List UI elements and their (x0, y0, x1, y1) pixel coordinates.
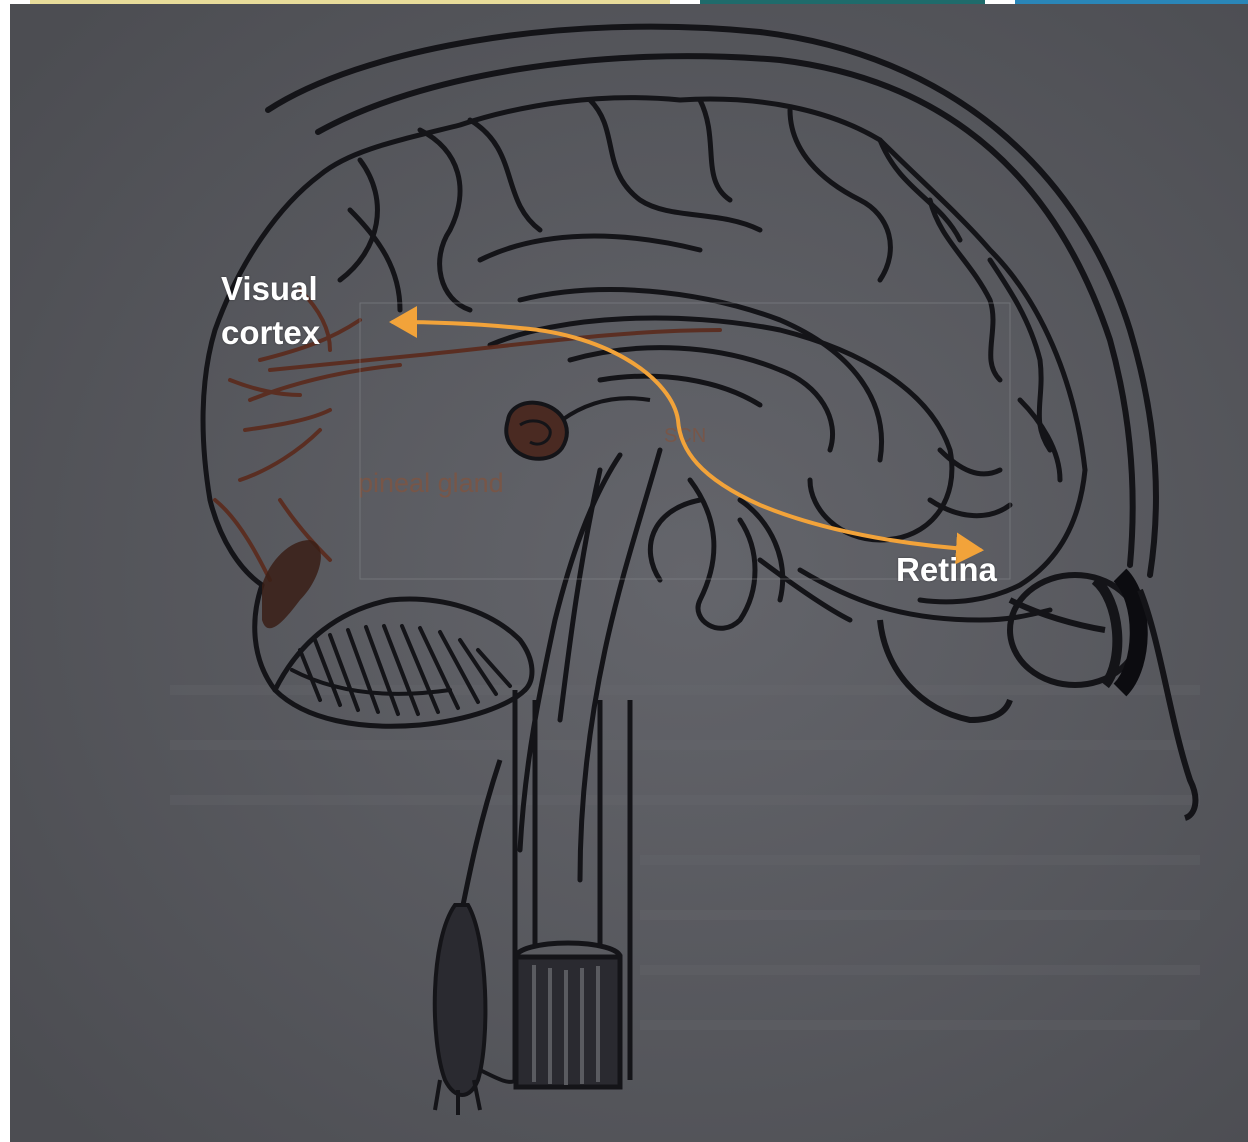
visual-cortex-label: Visual cortex (221, 267, 320, 355)
retina-label: Retina (896, 548, 997, 592)
pineal-gland-printed-label: pineal gland (358, 468, 504, 498)
visual-cortex-label-line2: cortex (221, 311, 320, 355)
cylinder-organ (516, 943, 620, 1087)
visual-cortex-label-line1: Visual (221, 267, 320, 311)
